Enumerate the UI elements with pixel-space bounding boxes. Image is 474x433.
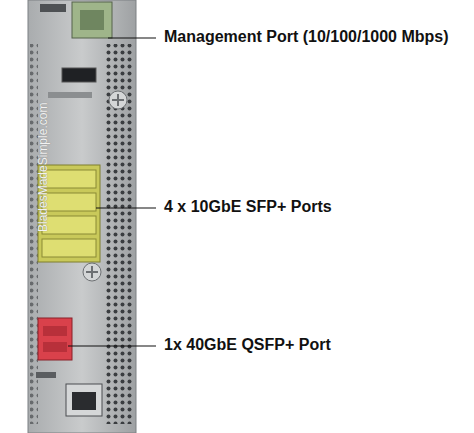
bottom-port-socket: [72, 392, 96, 410]
sfp-port: [42, 170, 96, 188]
screw: [83, 263, 101, 281]
sfp-port: [42, 216, 96, 234]
management-port: [72, 2, 112, 38]
vent-holes: [104, 44, 134, 424]
sfp-port: [42, 193, 96, 211]
screw-slot: [112, 94, 124, 106]
qsfp-port-slot: [43, 342, 67, 352]
status-led: [40, 4, 66, 12]
label-plate: [48, 92, 92, 98]
bottom-port: [66, 384, 102, 416]
qsfp-port: [38, 318, 72, 360]
leader-line: [108, 37, 156, 38]
callout-label: Management Port (10/100/1000 Mbps): [164, 28, 449, 46]
sfp-port: [42, 239, 96, 257]
vent-holes: [30, 44, 38, 424]
callout-label: 4 x 10GbE SFP+ Ports: [164, 198, 332, 216]
label-plate: [36, 372, 56, 378]
callout-label: 1x 40GbE QSFP+ Port: [164, 336, 331, 354]
screw: [109, 91, 127, 109]
qsfp-port-slot: [43, 326, 67, 336]
leader-line: [68, 345, 156, 346]
screw-slot: [86, 266, 98, 278]
usb-port: [62, 68, 96, 82]
leader-line: [96, 207, 156, 208]
watermark: BladesMadeSimple.com: [36, 103, 50, 232]
faceplate: [28, 0, 136, 433]
management-port-socket: [80, 10, 104, 30]
